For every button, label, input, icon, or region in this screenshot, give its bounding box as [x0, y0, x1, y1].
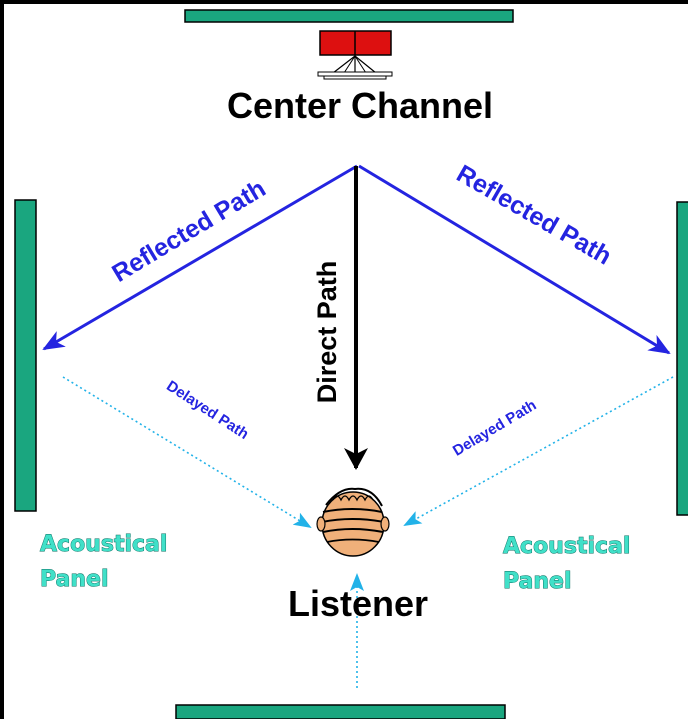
acoustical-panel-left	[14, 199, 37, 512]
reflected-path-right-label: Reflected Path	[452, 160, 616, 271]
center-channel-speaker	[317, 30, 393, 80]
listener-head-icon	[316, 487, 390, 557]
reflected-path-right-arrow	[358, 164, 671, 355]
left-panel-label-line2: Panel	[40, 567, 109, 592]
right-panel-label-line2: Panel	[503, 569, 572, 594]
left-panel-label-line1: Acoustical	[40, 532, 167, 557]
listener-label: Listener	[288, 583, 428, 624]
delayed-path-left-label: Delayed Path	[163, 377, 251, 443]
delayed-path-left-arrow	[62, 376, 312, 529]
acoustical-panel-top	[184, 9, 514, 23]
acoustical-panel-right	[676, 201, 688, 516]
right-panel-label-line1: Acoustical	[503, 534, 630, 559]
direct-path-label: Direct Path	[312, 261, 342, 404]
center-channel-label: Center Channel	[227, 85, 493, 126]
delayed-path-right-arrow	[403, 376, 674, 526]
acoustical-panel-bottom	[175, 704, 506, 719]
reflected-path-left-arrow	[42, 164, 358, 351]
delayed-path-right-label: Delayed Path	[450, 397, 540, 460]
